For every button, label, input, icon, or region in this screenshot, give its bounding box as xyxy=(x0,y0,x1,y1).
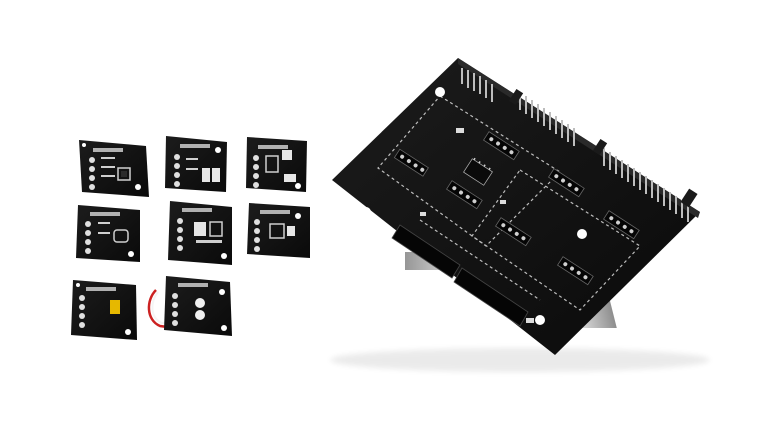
ic-chip xyxy=(463,157,493,186)
sensor-module xyxy=(168,201,232,265)
shield-board xyxy=(330,58,710,372)
sensor-module xyxy=(79,140,149,197)
sensor-module xyxy=(247,203,310,258)
sensor-module xyxy=(71,280,137,340)
sensor-module xyxy=(246,137,307,192)
top-header-pins xyxy=(461,68,689,222)
sensor-module xyxy=(165,136,227,192)
sensor-module-group xyxy=(71,136,310,340)
silkscreen-lines xyxy=(377,95,641,311)
sensor-module xyxy=(76,205,140,262)
socket-headers xyxy=(393,131,640,286)
sensor-module-with-wire xyxy=(147,276,232,336)
